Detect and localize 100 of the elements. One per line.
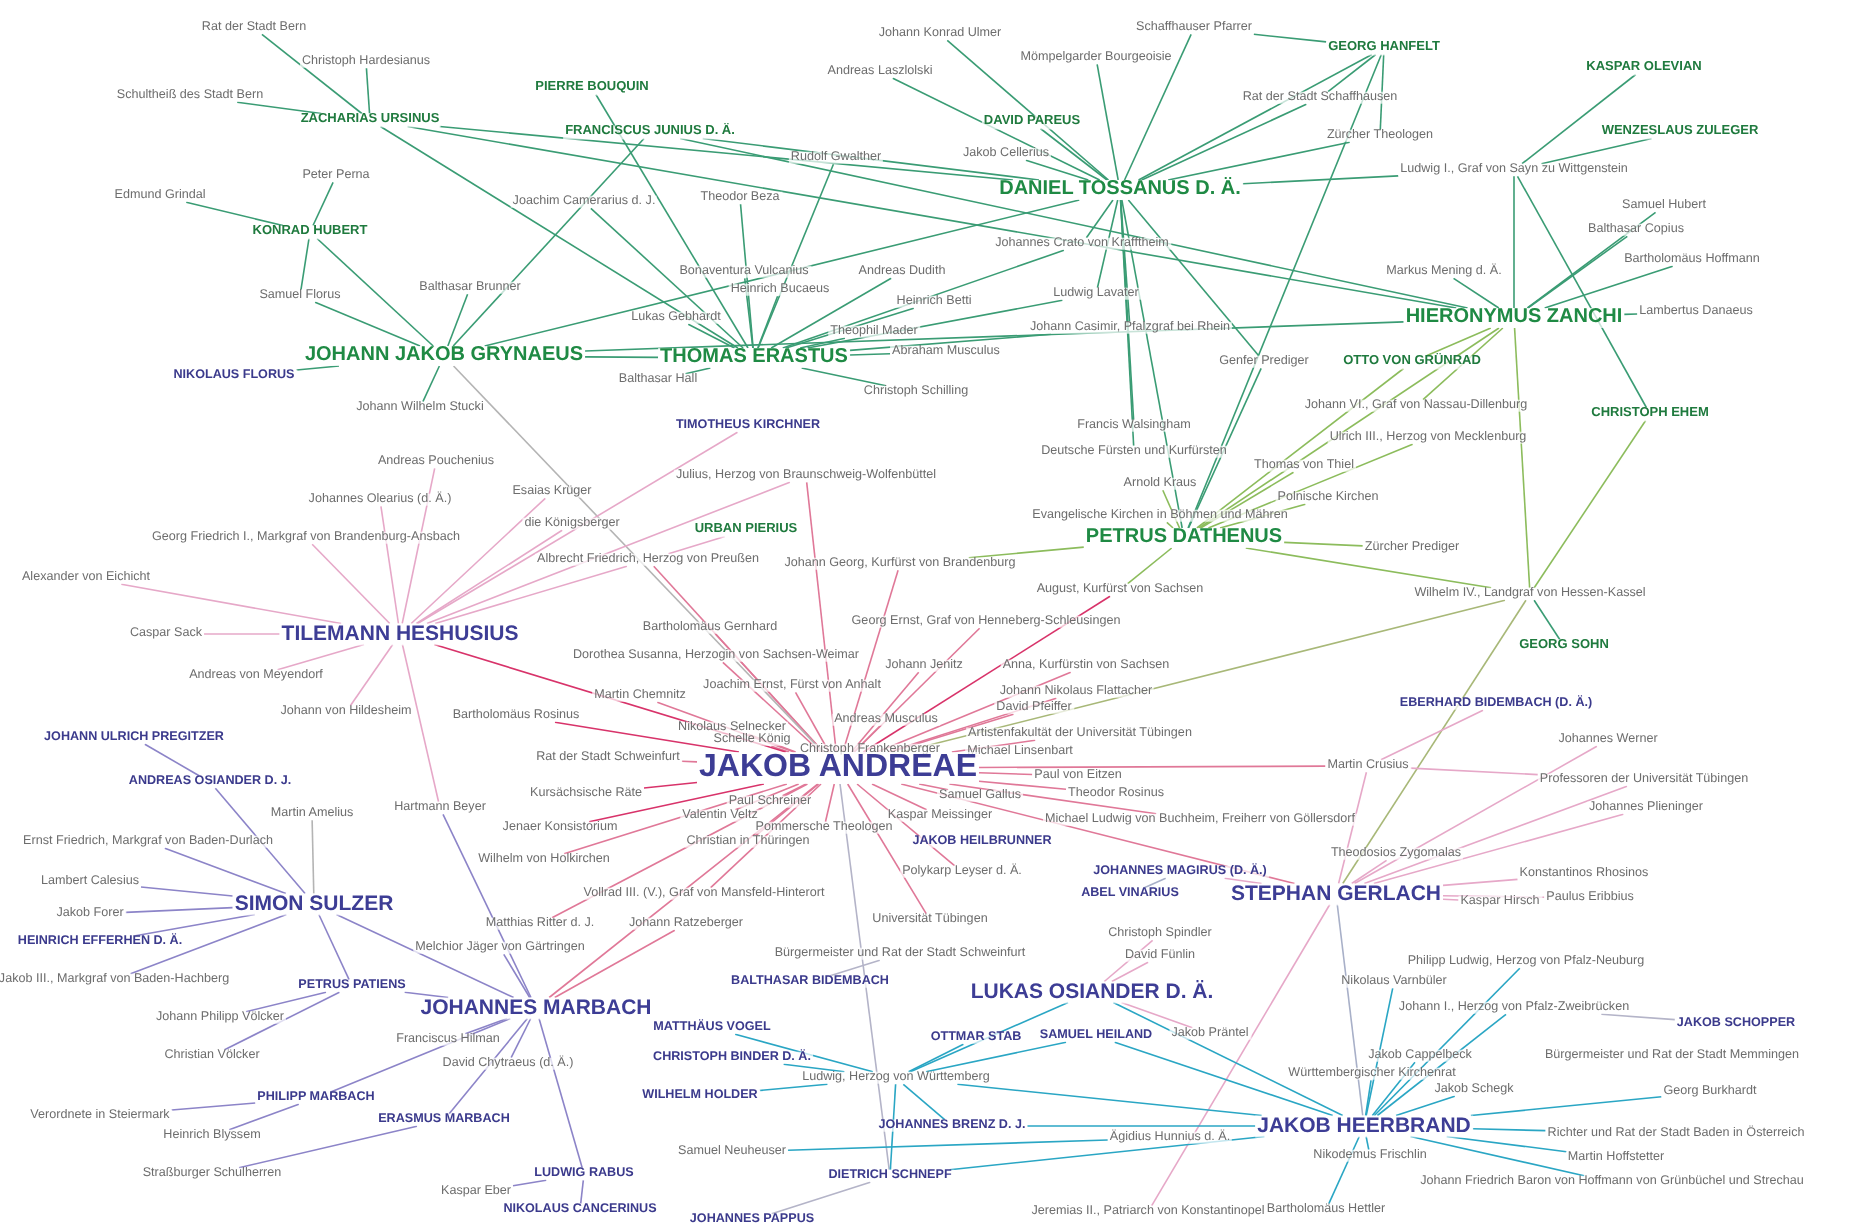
connector-line <box>464 1017 508 1035</box>
connector-line <box>349 643 394 707</box>
connector-line <box>140 886 234 897</box>
connector-line <box>1442 878 1519 887</box>
connector-line <box>956 1083 1263 1117</box>
connector-line <box>590 207 744 349</box>
connector-line <box>1543 265 1674 309</box>
connector-line <box>311 543 391 625</box>
connector-line <box>483 199 1081 347</box>
connector-line <box>588 783 765 823</box>
connector-line <box>1364 1079 1372 1117</box>
connector-line <box>261 33 363 115</box>
connector-line <box>781 783 807 797</box>
connector-line <box>1187 53 1383 529</box>
name-label: TILEMANN HESHUSIUS <box>279 623 521 645</box>
connector-line <box>203 633 281 635</box>
name-label: DANIEL TOSSANUS D. Ä. <box>997 180 1243 200</box>
connector-line <box>1380 709 1484 761</box>
connector-line <box>502 953 531 999</box>
connector-line <box>316 237 434 347</box>
connector-line <box>1111 961 1149 983</box>
connector-line <box>1533 599 1561 641</box>
connector-line <box>236 101 323 115</box>
connector-line <box>1342 599 1527 885</box>
connector-line <box>1350 859 1388 885</box>
connector-line <box>1137 53 1373 181</box>
connector-line <box>452 137 645 347</box>
connector-line <box>918 783 949 791</box>
connector-line <box>318 913 350 981</box>
connector-line <box>185 201 284 227</box>
connector-line <box>214 787 306 895</box>
name-label: THOMAS ERASTUS <box>658 348 850 368</box>
connector-line <box>925 1041 1067 1073</box>
connector-line <box>1471 1128 1547 1132</box>
connector-line <box>978 780 1067 791</box>
connector-line <box>1120 1001 1194 1029</box>
connector-line <box>379 125 739 349</box>
name-label: STEPHAN GERLACH <box>1229 883 1443 905</box>
connector-line <box>1166 521 1174 529</box>
connector-line <box>170 1102 257 1111</box>
connector-line <box>448 1017 529 1115</box>
connector-line <box>1143 877 1167 889</box>
connector-line <box>684 367 712 375</box>
connector-line <box>1513 175 1515 309</box>
connector-line <box>1283 541 1364 547</box>
connector-line <box>164 847 287 895</box>
connector-line <box>1513 327 1531 589</box>
connector-line <box>335 913 515 999</box>
connector-line <box>510 1017 532 1059</box>
connector-line <box>1516 175 1648 409</box>
connector-line <box>758 1083 829 1092</box>
connector-line <box>1126 547 1173 585</box>
connector-line <box>799 337 846 349</box>
connector-line <box>403 991 449 999</box>
connector-line <box>643 781 698 789</box>
connector-line <box>1470 1095 1663 1117</box>
connector-line <box>584 356 659 359</box>
connector-line <box>968 546 1085 559</box>
connector-line <box>1245 547 1492 589</box>
name-label: JOHANNES MARBACH <box>418 997 654 1019</box>
connector-line <box>276 643 365 671</box>
connector-line <box>311 819 315 895</box>
name-label: HIERONYMUS ZANCHI <box>1403 308 1625 328</box>
connector-line <box>849 352 891 356</box>
name-label: PETRUS DATHENUS <box>1083 528 1285 548</box>
connector-line <box>228 1103 300 1131</box>
connector-line <box>1026 1125 1257 1127</box>
connector-line <box>757 163 835 349</box>
connector-line <box>1123 33 1192 181</box>
connector-line <box>734 1033 874 1073</box>
connector-line <box>829 959 881 977</box>
connector-line <box>415 529 563 625</box>
connector-line <box>849 333 1052 352</box>
connector-line <box>447 293 469 347</box>
connector-line <box>1336 903 1364 1117</box>
connector-line <box>1167 141 1351 181</box>
connector-line <box>553 929 676 999</box>
connector-line <box>1521 73 1637 165</box>
connector-line <box>1025 159 1090 181</box>
connector-line <box>416 431 739 625</box>
connector-line <box>295 365 340 371</box>
connector-line <box>770 277 892 349</box>
connector-line <box>124 906 234 914</box>
connector-line <box>245 991 327 1013</box>
connector-line <box>687 323 736 349</box>
connector-line <box>1600 1013 1676 1021</box>
connector-line <box>946 39 1110 181</box>
connector-line <box>579 1179 585 1205</box>
connector-line <box>824 783 836 823</box>
connector-line <box>1623 313 1639 316</box>
connector-line <box>595 93 749 349</box>
connector-line <box>907 1043 965 1073</box>
connector-line <box>426 481 791 625</box>
connector-line <box>144 743 200 777</box>
connector-line <box>770 745 790 753</box>
connector-line <box>902 1083 946 1121</box>
connector-line <box>846 783 927 915</box>
connector-line <box>434 565 628 625</box>
connector-line <box>889 1083 897 1171</box>
connector-line <box>1039 127 1108 181</box>
